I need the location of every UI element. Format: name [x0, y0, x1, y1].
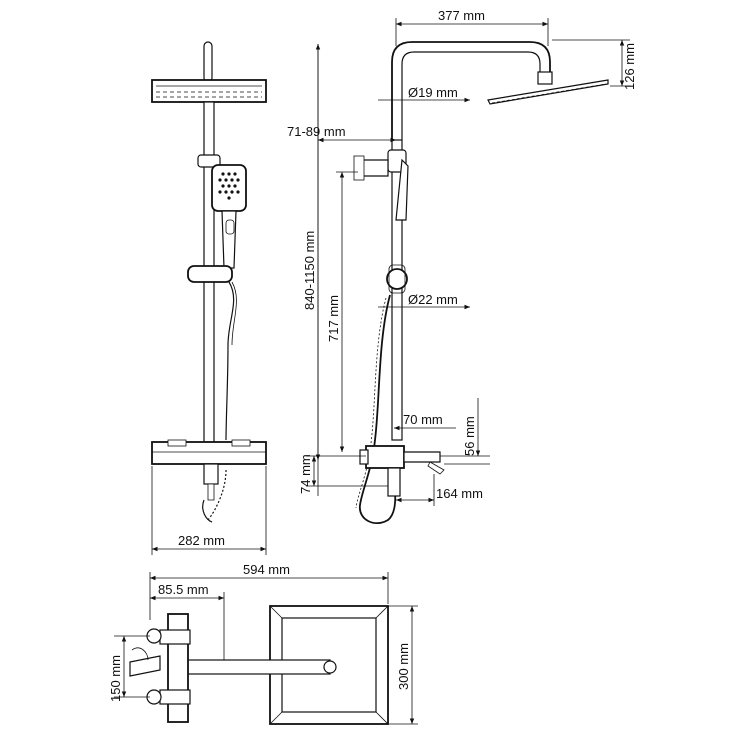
front-view: 282 mm [151, 41, 267, 555]
side-slider [386, 268, 408, 290]
dim-wall-offset: 71-89 mm [287, 124, 346, 139]
dim-head-size: 300 mm [396, 643, 411, 690]
dim-spout-height: 56 mm [462, 416, 477, 456]
dim-head-width: 377 mm [438, 8, 485, 23]
front-slider [187, 265, 233, 283]
side-mixer [365, 445, 405, 469]
dim-total-height: 840-1150 mm [302, 231, 317, 310]
dim-bar-height: 717 mm [326, 295, 341, 342]
front-hand-shower [211, 164, 247, 269]
dim-mixer-height: 74 mm [298, 454, 313, 494]
dim-mixer-width: 282 mm [178, 533, 225, 548]
top-view: 594 mm 85.5 mm 150 mm 300 mm [108, 562, 418, 725]
side-shower-head [487, 79, 609, 105]
side-arm [391, 41, 551, 140]
front-mixer [151, 439, 267, 523]
dim-inlet-spacing: 150 mm [108, 655, 123, 702]
side-hose [359, 294, 397, 525]
dim-head-height: 126 mm [622, 43, 637, 90]
dim-arm-diameter: Ø19 mm [408, 85, 458, 100]
dim-total-depth: 594 mm [243, 562, 290, 577]
front-upper-bracket [197, 154, 221, 168]
front-hose [225, 281, 235, 441]
top-arm [177, 659, 331, 675]
dim-inlet-offset: 85.5 mm [158, 582, 209, 597]
dim-bar-diameter: Ø22 mm [408, 292, 458, 307]
front-shower-head [151, 79, 267, 103]
side-riser [391, 139, 403, 441]
dim-spout-gap: 70 mm [403, 412, 443, 427]
front-riser-top [203, 41, 213, 83]
side-view: 377 mm 126 mm Ø19 mm 71-89 mm 840-1150 m… [287, 8, 637, 525]
dim-spout-length: 164 mm [436, 486, 483, 501]
